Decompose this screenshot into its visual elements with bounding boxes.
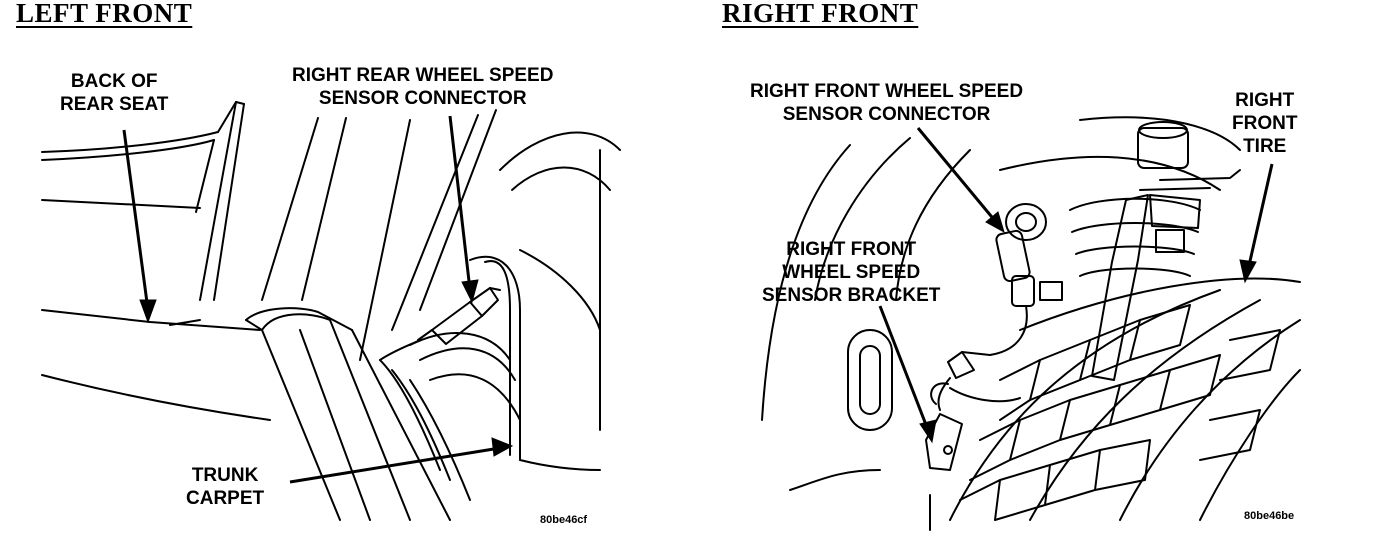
left-callout-arrows <box>124 116 512 482</box>
seat-shelf <box>42 310 270 420</box>
rear-seat-back <box>42 102 244 300</box>
left-front-illustration <box>0 0 640 540</box>
left-figure-id: 80be46cf <box>540 514 588 526</box>
right-front-sensor-connector-label: RIGHT FRONT WHEEL SPEED SENSOR CONNECTOR <box>750 80 1023 126</box>
back-of-rear-seat-line2: REAR SEAT <box>60 94 169 115</box>
back-of-rear-seat-label: BACK OF REAR SEAT <box>60 70 168 116</box>
back-of-rear-seat-line1: BACK OF <box>70 71 158 92</box>
inner-fender-slot <box>848 330 892 430</box>
right-figure-id: 80be46be <box>1244 510 1295 522</box>
trunk-carpet-label: TRUNK CARPET <box>186 464 264 510</box>
right-rear-sensor-connector-line2: SENSOR CONNECTOR <box>318 88 527 109</box>
trunk-carpet-line1: TRUNK <box>191 465 259 486</box>
left-front-panel: LEFT FRONT <box>0 0 640 540</box>
right-front-sensor-bracket-line2: WHEEL SPEED <box>782 262 921 283</box>
trunk-carpet-line2: CARPET <box>186 488 265 509</box>
right-front-sensor-connector-line1: RIGHT FRONT WHEEL SPEED <box>750 81 1024 102</box>
strut-spring <box>1070 122 1240 380</box>
trunk-panels <box>262 110 620 430</box>
right-front-tire <box>950 279 1300 520</box>
right-front-sensor-connector-line2: SENSOR CONNECTOR <box>782 104 991 125</box>
front-wheel-sensor-connector <box>938 204 1062 410</box>
right-front-sensor-bracket-line1: RIGHT FRONT <box>786 239 917 260</box>
right-rear-sensor-connector-line1: RIGHT REAR WHEEL SPEED <box>292 65 554 86</box>
right-front-sensor-bracket-label: RIGHT FRONT WHEEL SPEED SENSOR BRACKET <box>762 238 940 307</box>
right-callout-arrows <box>880 128 1272 442</box>
right-front-tire-label: RIGHT FRONT TIRE <box>1232 89 1297 158</box>
right-front-sensor-bracket-line3: SENSOR BRACKET <box>762 285 941 306</box>
rear-wheel-sensor-connector <box>380 288 500 360</box>
sensor-bracket <box>926 383 962 470</box>
right-rear-sensor-connector-label: RIGHT REAR WHEEL SPEED SENSOR CONNECTOR <box>292 64 553 110</box>
right-front-tire-line1: RIGHT <box>1235 90 1295 111</box>
right-front-tire-line3: TIRE <box>1243 136 1287 157</box>
right-front-heading: RIGHT FRONT <box>722 0 919 28</box>
trunk-carpet-strip <box>246 308 470 520</box>
wheelhouse <box>762 117 1240 530</box>
right-front-illustration <box>700 0 1376 540</box>
right-front-tire-line2: FRONT <box>1232 113 1298 134</box>
left-front-heading: LEFT FRONT <box>16 0 193 28</box>
wheel-well <box>410 257 600 470</box>
right-front-panel: RIGHT FRONT <box>700 0 1376 540</box>
